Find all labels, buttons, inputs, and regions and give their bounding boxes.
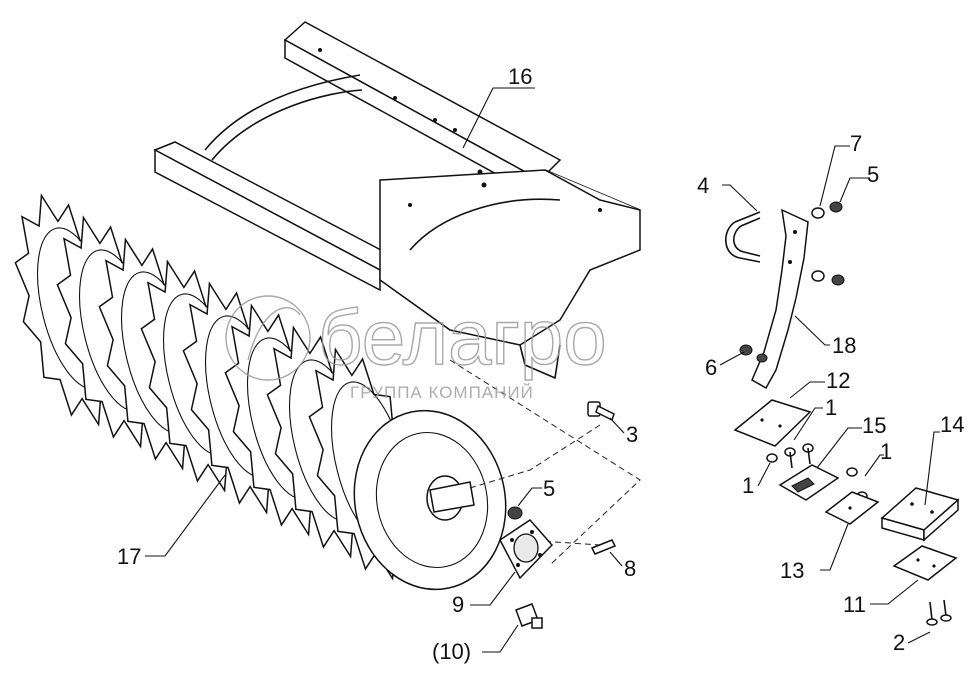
bolt-3 <box>587 401 615 422</box>
frame-assembly <box>153 21 641 380</box>
callout-18: 18 <box>832 333 856 358</box>
plate-12 <box>733 399 812 447</box>
callout-8: 8 <box>624 556 636 581</box>
pin-8 <box>590 539 617 555</box>
watermark-logo: белагро ГРУППА КОМПАНИЙ <box>225 292 607 402</box>
callout-5-lower: 5 <box>543 476 555 501</box>
callout-1-c: 1 <box>742 473 754 498</box>
bearing-flange-9 <box>499 519 554 580</box>
callout-9: 9 <box>452 592 464 617</box>
callout-10: (10) <box>432 639 471 664</box>
watermark-brand: белагро <box>318 293 607 381</box>
callout-3: 3 <box>626 422 638 447</box>
plate-15 <box>778 464 840 501</box>
callout-6: 6 <box>705 355 717 380</box>
watermark-subtitle: ГРУППА КОМПАНИЙ <box>350 383 534 402</box>
callout-12: 12 <box>826 368 850 393</box>
nut-5-upper <box>829 201 845 286</box>
bolts-2 <box>926 599 952 626</box>
washer-7 <box>811 207 825 282</box>
callout-16: 16 <box>508 64 532 89</box>
callout-labels: 16 7 5 4 18 6 12 1 15 14 1 1 3 5 17 8 9 … <box>117 64 964 664</box>
rubber-block-14 <box>880 487 960 542</box>
roller-end-disc <box>353 409 507 591</box>
leader-lines <box>145 87 940 653</box>
callout-11: 11 <box>843 592 866 617</box>
plate-13 <box>824 491 880 525</box>
callout-7: 7 <box>850 131 862 156</box>
grease-fitting-10 <box>515 603 543 629</box>
callout-1-b: 1 <box>880 439 892 464</box>
callout-4: 4 <box>697 173 709 198</box>
nut-5-lower <box>507 506 523 520</box>
callout-14: 14 <box>940 412 964 437</box>
callout-13: 13 <box>780 558 804 583</box>
callout-17: 17 <box>117 544 141 569</box>
u-bolt-4 <box>725 211 761 263</box>
nut-6 <box>739 344 768 363</box>
plate-11 <box>892 545 958 581</box>
scraper-arm-18 <box>751 208 809 390</box>
callout-15: 15 <box>862 413 886 438</box>
callout-2: 2 <box>893 630 905 655</box>
callout-5-upper: 5 <box>867 162 879 187</box>
callout-1-a: 1 <box>825 395 837 420</box>
